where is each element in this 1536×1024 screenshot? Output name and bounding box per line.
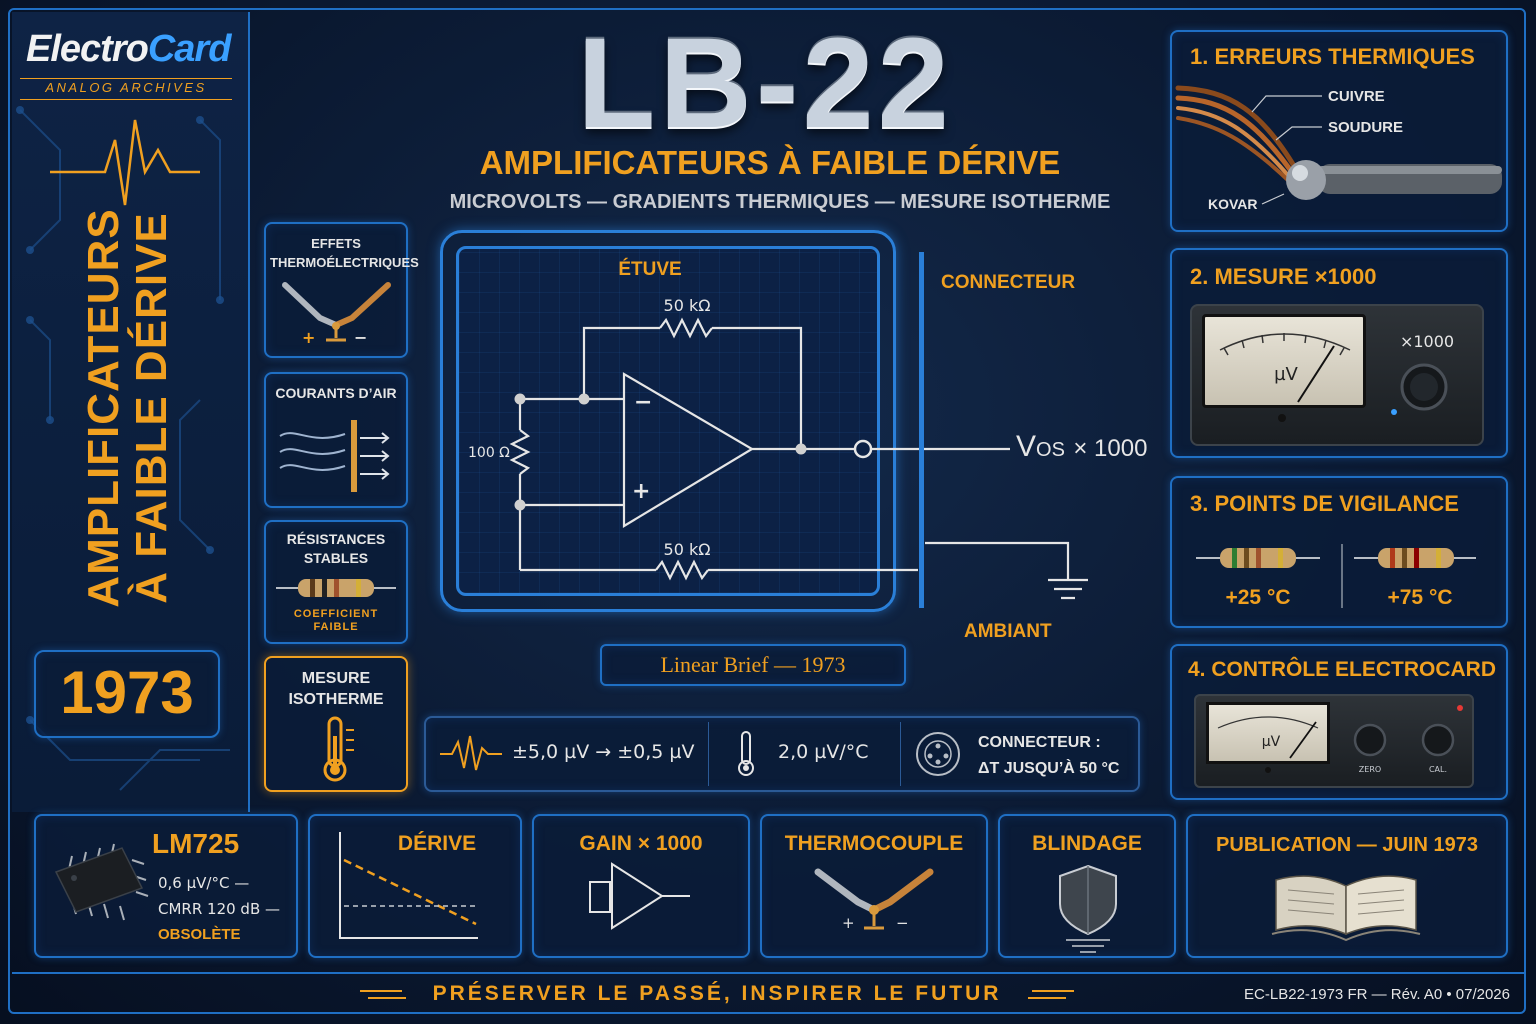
- thermo-minus: −: [354, 328, 368, 347]
- control-meter-unit: µV: [1261, 734, 1281, 750]
- card-vigilance-title: 3. POINTS DE VIGILANCE: [1190, 491, 1459, 516]
- year-badge: [34, 650, 220, 738]
- lm725-title: LM725: [152, 828, 240, 859]
- lm725-line1: 0,6 µV/°C —: [158, 874, 250, 892]
- cal-label: CAL.: [1428, 765, 1448, 774]
- circuit-trace-decoration: [16, 106, 230, 791]
- icon-card-isothermal-label: MESURE ISOTHERME: [288, 670, 384, 708]
- drift-title: DÉRIVE: [397, 832, 477, 855]
- vertical-title-line2: À FAIBLE DÉRIVE: [127, 212, 176, 604]
- temp-75: +75 °C: [1387, 586, 1453, 609]
- thermocouple-plus: +: [842, 914, 855, 932]
- spec-offset: ±5,0 µV → ±0,5 µV: [512, 741, 695, 763]
- label-kovar: KOVAR: [1208, 196, 1258, 212]
- gain-title: GAIN × 1000: [579, 832, 703, 855]
- opamp-plus: +: [632, 479, 651, 504]
- spec-connector-line2: ΔT JUSQU’À 50 °C: [978, 760, 1120, 777]
- publication-title: PUBLICATION — JUIN 1973: [1216, 834, 1478, 856]
- vos-gain: × 1000: [1073, 435, 1148, 462]
- shielding-title: BLINDAGE: [1032, 832, 1142, 855]
- brand-tagline: ANALOG ARCHIVES: [45, 80, 207, 95]
- linear-brief-badge: [600, 644, 906, 686]
- spec-drift: 2,0 µV/°C: [778, 741, 869, 763]
- connector-label: CONNECTEUR: [941, 272, 1076, 293]
- linear-brief-text: Linear Brief — 1973: [660, 652, 846, 677]
- bottom-card-lm725: [34, 814, 298, 958]
- oven-label: ÉTUVE: [618, 259, 682, 280]
- footer-motto: PRÉSERVER LE PASSÉ, INSPIRER LE FUTUR: [432, 982, 1002, 1005]
- thermocouple-title: THERMOCOUPLE: [784, 832, 964, 855]
- label-cuivre: CUIVRE: [1328, 88, 1385, 105]
- ambient-label: AMBIANT: [964, 621, 1052, 642]
- specs-divider-1: [708, 722, 709, 786]
- meter-mult-label: ×1000: [1399, 332, 1455, 351]
- r-left-label: 100 Ω: [468, 445, 510, 461]
- vertical-title-line1: AMPLIFICATEURS: [79, 208, 128, 608]
- main-title: LB-22: [577, 12, 953, 155]
- meter-face: [1202, 314, 1366, 408]
- icon-card-thermoelectric-label: EFFETS THERMOÉLECTRIQUES: [270, 236, 419, 270]
- subtitle: AMPLIFICATEURS À FAIBLE DÉRIVE: [479, 144, 1061, 181]
- lm725-line3: OBSOLÈTE: [158, 926, 241, 943]
- vos-label: VOS × 1000: [1016, 430, 1156, 464]
- temp-25: +25 °C: [1225, 586, 1291, 609]
- card-control-title: 4. CONTRÔLE ELECTROCARD: [1188, 658, 1497, 681]
- brand-name-a: Electro: [26, 28, 149, 70]
- meter-unit: µV: [1274, 364, 1298, 385]
- specs-strip: [424, 716, 1140, 792]
- heartbeat-line: [50, 119, 200, 206]
- r-bottom-label: 50 kΩ: [663, 540, 711, 559]
- outer-frame: [8, 8, 1526, 1014]
- year-text: 1973: [60, 659, 194, 726]
- thermocouple-minus: −: [896, 914, 909, 932]
- card-measure-title: 2. MESURE ×1000: [1190, 264, 1377, 289]
- thermo-plus: +: [302, 328, 316, 347]
- vos-sub: OS: [1036, 439, 1065, 461]
- label-soudure: SOUDURE: [1328, 119, 1404, 136]
- brand-name-b: Card: [147, 28, 232, 70]
- brand-logo: ElectroCard: [26, 28, 236, 70]
- icon-card-stable-resistors: [264, 520, 408, 644]
- brand-tagline-bar: [20, 78, 232, 100]
- lm725-line2: CMRR 120 dB —: [158, 900, 281, 918]
- resistor-caption: COEFFICIENT FAIBLE: [293, 608, 379, 633]
- icon-card-stable-resistors-label: RÉSISTANCES STABLES: [286, 531, 386, 566]
- card-thermal-errors-title: 1. ERREURS THERMIQUES: [1190, 44, 1475, 69]
- footer-reference: EC-LB22-1973 FR — Rév. A0 • 07/2026: [1244, 986, 1510, 1003]
- oven-frame-outer: [440, 230, 896, 612]
- vos-v: V: [1016, 430, 1037, 463]
- control-meter-face: [1206, 702, 1330, 764]
- tagline: MICROVOLTS — GRADIENTS THERMIQUES — MESU…: [449, 191, 1111, 213]
- specs-divider-2: [900, 722, 901, 786]
- spec-connector-line1: CONNECTEUR :: [978, 734, 1101, 751]
- footer-divider: [12, 972, 1524, 974]
- zero-label: ZERO: [1358, 765, 1382, 774]
- r-top-label: 50 kΩ: [663, 296, 711, 315]
- icon-card-air-currents-label: COURANTS D’AIR: [275, 385, 397, 401]
- opamp-minus: −: [634, 390, 653, 415]
